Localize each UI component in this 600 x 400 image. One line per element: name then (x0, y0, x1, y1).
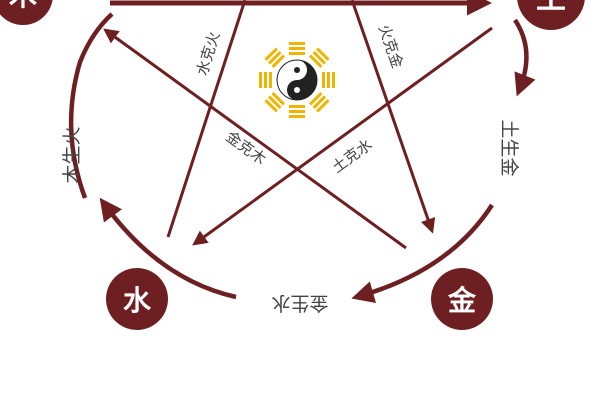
node-water-label: 水 (123, 284, 152, 317)
right-arc-arrow (513, 18, 536, 97)
bottom-left-arc-arrow (99, 197, 237, 300)
trigram (289, 105, 305, 118)
bagua-trigrams (259, 42, 335, 118)
trigram (264, 92, 285, 113)
left-arc (68, 12, 114, 199)
trigram (309, 47, 330, 68)
trigram (264, 47, 285, 68)
label-water-restrains-fire: 水克火 (193, 29, 223, 77)
label-wood-generates-fire: 木生火 (61, 126, 83, 183)
trigram (322, 72, 335, 88)
star-line-water-fire (166, 0, 247, 238)
trigram (289, 42, 305, 55)
node-wood: 木 (0, 0, 53, 25)
node-earth: 土 (517, 0, 585, 30)
label-fire-restrains-metal: 火克金 (375, 22, 407, 70)
node-water: 水 (106, 268, 168, 330)
restraining-star (103, 0, 493, 250)
trigram (309, 92, 330, 113)
node-earth-label: 土 (536, 0, 566, 16)
right-lower-arc-arrow (351, 203, 494, 304)
label-metal-generates-water: 金生水 (271, 292, 328, 314)
star-line-earth-water (192, 26, 493, 246)
node-metal: 金 (431, 268, 493, 330)
generating-cycle (68, 0, 536, 304)
label-earth-generates-metal: 土生金 (498, 119, 520, 176)
node-metal-label: 金 (447, 284, 477, 317)
star-line-metal-wood (103, 28, 407, 250)
node-wood-label: 木 (8, 0, 37, 12)
star-line-fire-metal (350, 0, 436, 234)
trigram (259, 72, 272, 88)
yin-yang-bagua-icon (259, 42, 335, 118)
